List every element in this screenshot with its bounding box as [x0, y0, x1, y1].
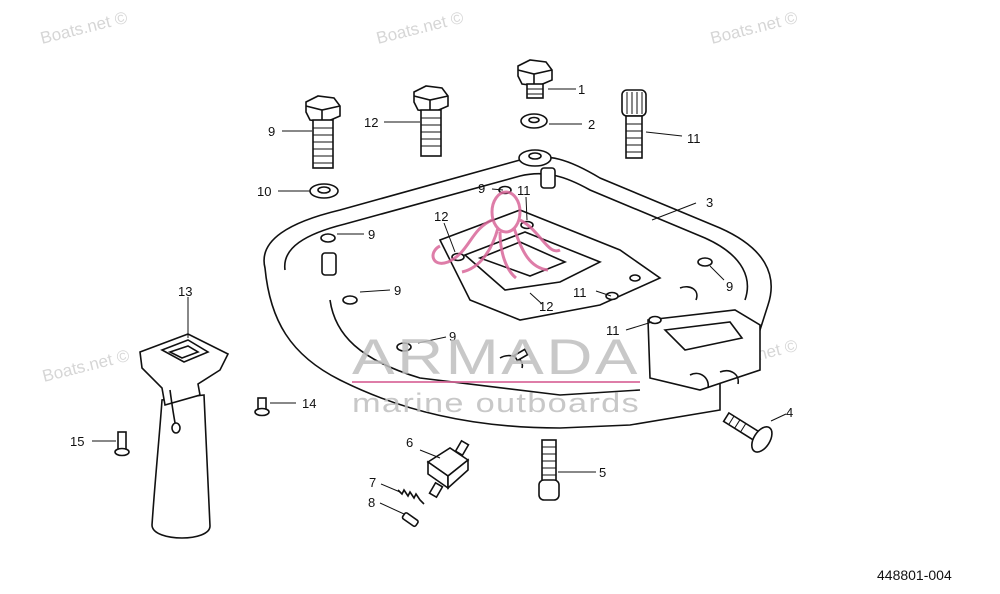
callout-9: 9	[726, 279, 733, 294]
callout-9: 9	[268, 124, 275, 139]
callout-7: 7	[369, 475, 376, 490]
callout-2: 2	[588, 117, 595, 132]
callout-15: 15	[70, 434, 84, 449]
callout-11: 11	[573, 285, 587, 300]
callout-11: 11	[687, 131, 701, 146]
callout-12: 12	[364, 115, 378, 130]
shoulder-bolt	[722, 411, 773, 453]
callout-labels: 1 2 3 4 5 6 7 8 9 9 9 9 9 9 10 11 11 11 …	[70, 82, 793, 510]
small-screw	[254, 397, 270, 417]
exhaust-tube	[139, 333, 230, 539]
callout-10: 10	[257, 184, 271, 199]
callout-11: 11	[606, 323, 620, 338]
callout-6: 6	[406, 435, 413, 450]
socket-head-screw	[538, 439, 560, 501]
callout-9: 9	[449, 329, 456, 344]
watermark: Boats.net ©	[38, 8, 129, 48]
callout-8: 8	[368, 495, 375, 510]
callout-12: 12	[434, 209, 448, 224]
logo-tagline: marine outboards	[352, 388, 640, 418]
callout-4: 4	[786, 405, 793, 420]
bolt-long	[413, 85, 449, 157]
callout-1: 1	[578, 82, 585, 97]
octopus-logo-icon	[431, 190, 561, 280]
callout-9: 9	[478, 181, 485, 196]
spring	[397, 488, 425, 505]
small-screw	[114, 431, 130, 457]
logo-name: ARMADA	[352, 329, 640, 385]
callout-3: 3	[706, 195, 713, 210]
armada-logo: ARMADA marine outboards	[352, 190, 640, 418]
callout-5: 5	[599, 465, 606, 480]
bolt-long	[305, 95, 341, 169]
watermark: Boats.net ©	[708, 8, 799, 48]
bolt-hex-head	[517, 59, 553, 99]
lock-washer	[309, 183, 339, 199]
drawing-code: 448801-004	[877, 567, 952, 583]
washer	[520, 113, 548, 129]
fitting	[426, 439, 470, 499]
adapter-plate	[263, 149, 772, 429]
callout-9: 9	[368, 227, 375, 242]
callout-11: 11	[517, 183, 531, 198]
watermark: Boats.net ©	[40, 346, 131, 386]
callout-14: 14	[302, 396, 316, 411]
callout-12: 12	[539, 299, 553, 314]
pin	[401, 512, 419, 528]
callout-9: 9	[394, 283, 401, 298]
socket-head-screw	[621, 89, 647, 159]
leader-lines	[92, 88, 787, 515]
callout-13: 13	[178, 284, 192, 299]
watermark: Boats.net ©	[374, 8, 465, 48]
